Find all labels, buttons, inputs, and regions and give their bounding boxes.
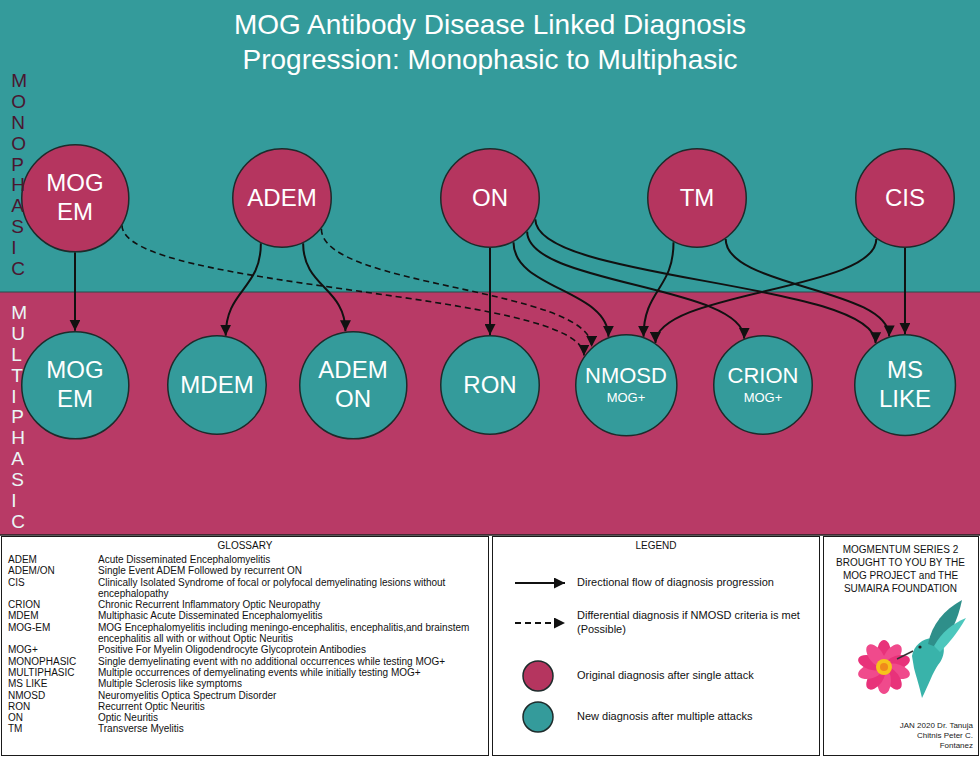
diagnosis-circle: CIS xyxy=(855,148,955,248)
progression-arrow xyxy=(489,248,491,335)
glossary-entry: Optic Neuritis xyxy=(98,712,482,723)
diagnosis-label: ADEM xyxy=(247,184,316,213)
glossary-entry: MDEM xyxy=(8,610,98,621)
glossary-entry: Transverse Myelitis xyxy=(98,723,482,734)
diagnosis-label: MDEM xyxy=(180,371,253,400)
diagnosis-circle: MS LIKE xyxy=(854,334,956,436)
legend-line-sample xyxy=(515,582,565,584)
diagnosis-circle: ADEM ON xyxy=(299,331,408,440)
diagnosis-label: ON xyxy=(472,184,508,213)
progression-arrow xyxy=(655,239,876,343)
glossary-entry: Chronic Recurrent Inflammatory Optic Neu… xyxy=(98,599,482,610)
glossary-entry: TM xyxy=(8,723,98,734)
phase-label: MONOPHASIC xyxy=(11,71,22,280)
glossary-entry: MOG+ xyxy=(8,644,98,655)
diagnosis-label: MOG+ xyxy=(744,390,783,407)
glossary-entry: MOG Encephalomyelitis including meningo-… xyxy=(98,622,482,645)
diagnosis-circle: TM xyxy=(647,148,747,248)
progression-arrow xyxy=(226,243,261,335)
glossary-entry: NMOSD xyxy=(8,690,98,701)
glossary-entry: Single Event ADEM Followed by recurrent … xyxy=(98,565,482,576)
glossary-entry: CIS xyxy=(8,577,98,600)
glossary-entry: MULTIPHASIC xyxy=(8,667,98,678)
diagnosis-label: MOG EM xyxy=(35,356,115,414)
glossary-entry: CRION xyxy=(8,599,98,610)
legend-swatch xyxy=(523,661,553,691)
glossary-entry: RON xyxy=(8,701,98,712)
legend-line-sample xyxy=(515,622,565,624)
diagnosis-circle: MOG EM xyxy=(21,331,130,440)
glossary-entry: Clinically Isolated Syndrome of focal or… xyxy=(98,577,482,600)
diagnosis-label: TM xyxy=(680,184,715,213)
glossary-entry: Recurrent Optic Neuritis xyxy=(98,701,482,712)
progression-arrow xyxy=(303,243,345,331)
glossary-entry: Acute Disseminated Encephalomyelitis xyxy=(98,554,482,565)
diagnosis-label: CRION xyxy=(728,363,799,389)
glossary-entry: MOG-EM xyxy=(8,622,98,645)
phase-band: MOG EMMDEMADEM ONRONNMOSDMOG+CRIONMOG+MS… xyxy=(0,292,980,535)
glossary-entry: Multiple Sclerosis like symptoms xyxy=(98,678,482,689)
diagnosis-label: ADEM ON xyxy=(313,356,393,414)
legend-swatch xyxy=(523,702,553,732)
diagnosis-circle: ON xyxy=(440,148,540,248)
glossary-entry: ADEM xyxy=(8,554,98,565)
progression-arrow xyxy=(904,248,906,334)
credits-authors: JAN 2020 Dr. Tanuja Chitnis Peter C. Fon… xyxy=(893,721,973,751)
progression-arrow xyxy=(513,242,608,337)
glossary-entry: Single demyelinating event with no addit… xyxy=(98,656,482,667)
legend-heading: LEGEND xyxy=(493,540,819,552)
diagnosis-label: MOG+ xyxy=(607,390,646,407)
diagnosis-circle: MDEM xyxy=(167,335,267,435)
glossary-entry: ON xyxy=(8,712,98,723)
legend-text: New diagnosis after multiple attacks xyxy=(577,710,805,724)
diagnosis-label: RON xyxy=(463,371,516,400)
credits-box: MOGMENTUM SERIES 2 BROUGHT TO YOU BY THE… xyxy=(823,536,979,756)
glossary-entry: MS LIKE xyxy=(8,678,98,689)
legend-text: Directional flow of diagnosis progressio… xyxy=(577,576,805,590)
phase-band: MOG EM ADEM ON TM CIS MONOPHASIC xyxy=(0,0,980,292)
diagnosis-circle: RON xyxy=(440,335,540,435)
diagnosis-label: MS LIKE xyxy=(869,356,941,414)
glossary-heading: GLOSSARY xyxy=(8,540,482,552)
glossary-entry: MONOPHASIC xyxy=(8,656,98,667)
progression-arrow xyxy=(74,252,76,330)
legend-text: Differential diagnosis if NMOSD criteria… xyxy=(577,609,805,637)
credits-text: MOGMENTUM SERIES 2 BROUGHT TO YOU BY THE… xyxy=(828,543,973,595)
diagnosis-label: NMOSD xyxy=(585,363,667,389)
glossary-entry: Multiple occurrences of demyelinating ev… xyxy=(98,667,482,678)
diagnosis-label: MOG EM xyxy=(35,169,115,227)
progression-arrow xyxy=(726,239,890,336)
diagnosis-circle: NMOSDMOG+ xyxy=(575,334,678,437)
glossary-entry: ADEM/ON xyxy=(8,565,98,576)
diagnosis-circle: ADEM xyxy=(232,148,332,248)
diagnosis-circle: CRIONMOG+ xyxy=(713,335,813,435)
diagnosis-circle: MOG EM xyxy=(21,144,130,253)
differential-dashed-arrow xyxy=(321,229,591,347)
diagram-title: MOG Antibody Disease Linked Diagnosis Pr… xyxy=(190,7,790,77)
legend-box: LEGEND Directional flow of diagnosis prog… xyxy=(492,536,820,756)
glossary-entry: Neuromyelitis Optica Spectrum Disorder xyxy=(98,690,482,701)
glossary-box: GLOSSARY ADEMAcute Disseminated Encephalo… xyxy=(1,536,489,756)
legend-text: Original diagnosis after single attack xyxy=(577,669,805,683)
glossary-entry: Multiphasic Acute Disseminated Encephalo… xyxy=(98,610,482,621)
glossary-entry: Positive For Myelin Oligodendrocyte Glyc… xyxy=(98,644,482,655)
phase-label: MULTIPHASIC xyxy=(11,303,22,533)
diagnosis-label: CIS xyxy=(885,184,925,213)
progression-arrow xyxy=(527,231,744,338)
